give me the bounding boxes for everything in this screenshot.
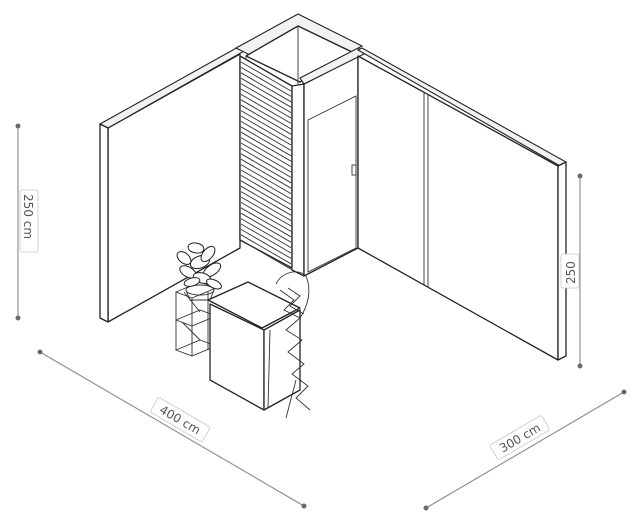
door-slat bbox=[240, 61, 292, 92]
door-slat bbox=[240, 175, 292, 205]
door-slat bbox=[240, 131, 292, 162]
left-wall bbox=[98, 45, 248, 323]
door-handle-icon bbox=[351, 164, 357, 176]
door-slat bbox=[240, 191, 292, 221]
dimension-depth-side: 300 cm bbox=[423, 389, 627, 511]
door-slat bbox=[240, 180, 292, 211]
door-slat bbox=[240, 229, 292, 259]
door-slat bbox=[240, 153, 292, 184]
chair-icon bbox=[267, 271, 311, 419]
plant-leaf bbox=[206, 278, 222, 290]
door-slat bbox=[240, 121, 292, 151]
potted-plant-icon bbox=[176, 242, 222, 301]
door-slat bbox=[240, 88, 292, 119]
door-slat bbox=[240, 72, 292, 103]
door-slat bbox=[240, 137, 292, 167]
dimension-height-right: 250 bbox=[560, 173, 583, 369]
door-slat bbox=[240, 99, 292, 130]
door-slat bbox=[240, 148, 292, 178]
door-slat bbox=[240, 239, 292, 270]
door-slat bbox=[240, 110, 292, 140]
door-slat bbox=[240, 67, 292, 97]
door-slat bbox=[240, 207, 292, 238]
door-slat bbox=[240, 196, 292, 227]
dimension-height-left: 250 cm bbox=[15, 123, 39, 321]
label-height-left: 250 cm bbox=[21, 194, 35, 239]
door-slat bbox=[240, 115, 292, 146]
door-slat bbox=[240, 164, 292, 194]
door-slat bbox=[240, 142, 292, 173]
door-slat bbox=[240, 169, 292, 200]
door-slat bbox=[240, 158, 292, 189]
door-slat bbox=[240, 223, 292, 254]
back-right-wall bbox=[299, 47, 365, 277]
door-slat bbox=[240, 94, 292, 124]
door-slat bbox=[240, 212, 292, 243]
door-slat bbox=[240, 104, 292, 135]
plant-leaf bbox=[200, 245, 216, 263]
plant-leaf bbox=[183, 277, 201, 287]
door-slat bbox=[240, 126, 292, 157]
door-slat bbox=[240, 202, 292, 232]
plant-leaf bbox=[176, 251, 192, 265]
right-wall bbox=[356, 47, 568, 361]
plant-leaf bbox=[187, 242, 205, 254]
label-height-right: 250 bbox=[564, 261, 578, 284]
door-slat bbox=[240, 234, 292, 265]
door-slat bbox=[240, 185, 292, 216]
door-slat bbox=[240, 218, 292, 248]
counter bbox=[207, 281, 301, 411]
door-slat bbox=[240, 83, 292, 113]
door-slat bbox=[240, 77, 292, 108]
slatted-door bbox=[239, 55, 305, 277]
